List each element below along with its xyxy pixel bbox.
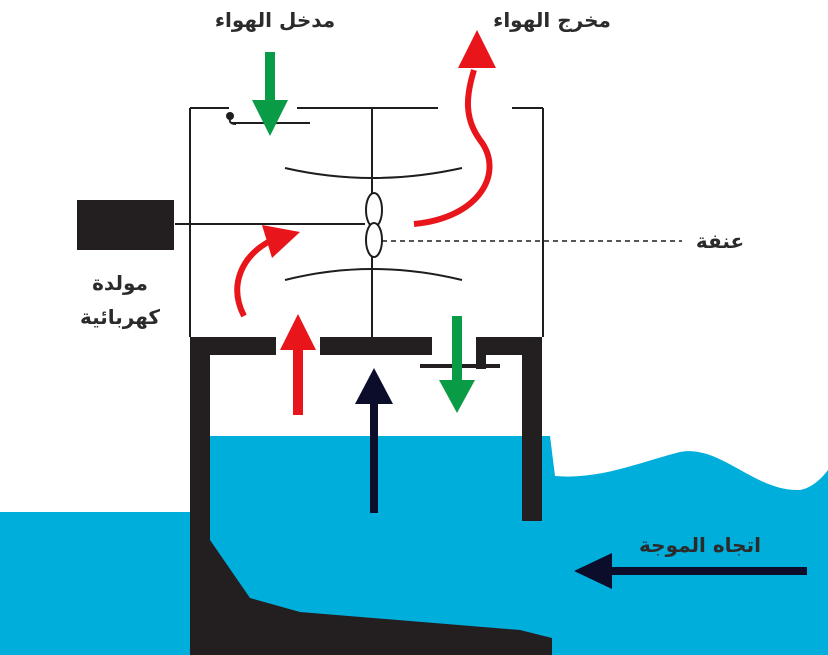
chamber-right-wall — [522, 337, 542, 521]
lower-guide-vane — [284, 268, 463, 281]
turbine-housing — [189, 107, 544, 337]
generator-label-line1: مولدة — [92, 271, 148, 295]
turbine-blade-lower — [365, 222, 383, 258]
wave-direction-label: اتجاه الموجة — [639, 533, 761, 557]
turbine-blade-upper — [365, 192, 383, 228]
chamber-top-left-slab — [190, 337, 276, 355]
valve-post — [476, 337, 486, 369]
water-pressure-arrow — [355, 368, 393, 513]
air-down-arrow — [439, 316, 475, 413]
chamber-base-ramp — [190, 540, 552, 655]
air-outlet-label: مخرج الهواء — [493, 8, 611, 32]
turbine-label: عنفة — [696, 229, 744, 253]
air-up-arrow — [280, 314, 316, 415]
generator — [77, 200, 174, 250]
inlet-hinge-dot — [226, 112, 234, 120]
air-outlet-arrowhead — [458, 30, 496, 68]
airflow-curve-arrowhead — [262, 225, 300, 258]
air-outlet-curve-arrow — [413, 69, 493, 227]
chamber-structure — [190, 337, 552, 655]
airflow-curve-arrow — [234, 237, 274, 318]
generator-label-line2: كهربائية — [80, 305, 160, 329]
air-inlet-label: مدخل الهواء — [215, 8, 335, 32]
upper-guide-vane — [284, 167, 463, 179]
wave-direction-arrow — [574, 553, 807, 589]
chamber-top-mid-slab — [320, 337, 432, 355]
air-inlet-arrow — [252, 52, 288, 136]
turbine — [175, 108, 463, 337]
